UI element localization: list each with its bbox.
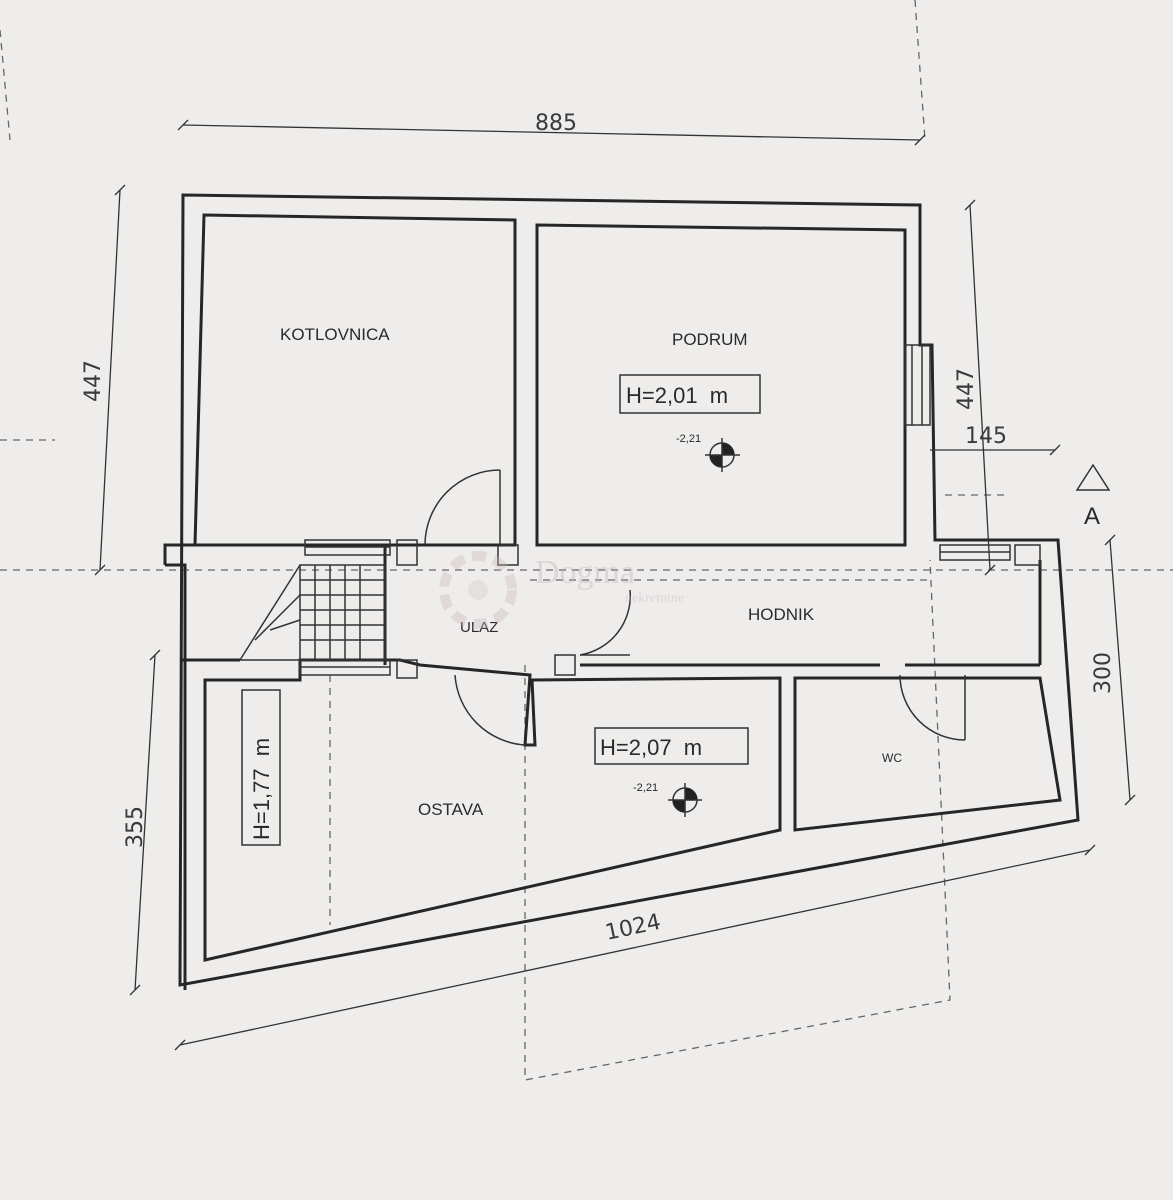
- room-label-kotlovnica: KOTLOVNICA: [280, 325, 390, 344]
- level-marker-middle: -2,21: [633, 782, 702, 817]
- staircase: [238, 564, 386, 661]
- level-label-middle: -2,21: [633, 782, 658, 794]
- room-label-ostava: OSTAVA: [418, 800, 484, 819]
- room-label-wc: WC: [882, 751, 902, 765]
- dim-label-right-lower: 300: [1091, 652, 1116, 694]
- watermark-sub: nekretnine: [625, 591, 684, 606]
- dim-label-left-lower: 355: [123, 806, 148, 848]
- windows: [299, 344, 1041, 679]
- level-label-podrum: -2,21: [676, 433, 701, 445]
- watermark: Dogma nekretnine: [439, 551, 684, 629]
- dim-label-right-offset: 145: [965, 424, 1007, 449]
- watermark-brand: Dogma: [535, 554, 635, 591]
- dim-label-left-upper: 447: [81, 360, 106, 402]
- section-marker-label: A: [1084, 503, 1100, 530]
- room-label-ulaz: ULAZ: [460, 619, 498, 636]
- section-marker: A: [1075, 463, 1111, 530]
- level-marker-podrum: -2,21: [676, 433, 740, 472]
- height-box-ostava: H=1,77 m: [241, 689, 281, 846]
- dim-label-bottom: 1024: [603, 910, 663, 946]
- height-box-podrum: H=2,01 m: [619, 374, 761, 414]
- doors: [424, 469, 966, 746]
- dim-label-top: 885: [535, 111, 577, 136]
- height-label-middle: H=2,07 m: [600, 735, 702, 760]
- height-label-ostava: H=1,77 m: [249, 738, 274, 840]
- height-box-middle: H=2,07 m: [594, 727, 749, 765]
- room-label-hodnik: HODNIK: [748, 605, 815, 624]
- dimension-lines: [94, 119, 1136, 1051]
- room-label-podrum: PODRUM: [672, 330, 748, 349]
- height-label-podrum: H=2,01 m: [626, 383, 728, 408]
- dim-label-right-upper: 447: [954, 368, 979, 410]
- walls: [163, 193, 1080, 990]
- dashed-reference-lines: [0, 0, 1173, 1081]
- watermark-logo-icon: [439, 551, 517, 629]
